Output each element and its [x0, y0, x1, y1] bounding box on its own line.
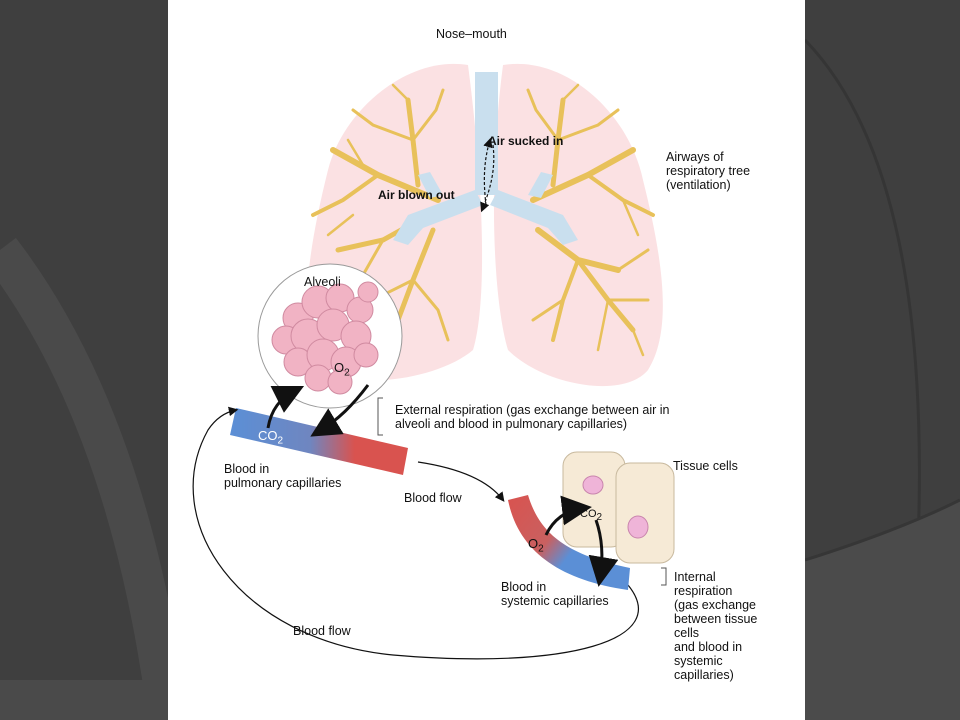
nose-mouth-label: Nose–mouth	[436, 27, 507, 41]
co2-out-arrow	[266, 385, 305, 429]
blood-flow-label-1: Blood flow	[404, 491, 462, 505]
blood-flow-arrow-2	[192, 406, 640, 660]
co2-pulmonary-label: CO2	[258, 428, 284, 447]
tissue-cell-2	[615, 462, 675, 564]
internal-bracket	[661, 567, 667, 586]
trachea	[393, 72, 578, 245]
air-blown-out-arrow	[480, 144, 495, 213]
internal-respiration-label: Internal respiration (gas exchange betwe…	[674, 570, 758, 682]
alveoli-cluster	[271, 281, 379, 395]
blood-pulmonary-label: Blood in pulmonary capillaries	[224, 462, 342, 490]
blood-flow-label-2: Blood flow	[293, 624, 351, 638]
air-sucked-in-label: Air sucked in	[488, 134, 564, 148]
respiration-diagram	[192, 63, 675, 660]
pulmonary-capillary	[230, 408, 408, 475]
right-lung	[493, 63, 663, 387]
o2-alveoli-label: O2	[334, 360, 350, 379]
tissue-cells-label: Tissue cells	[673, 459, 738, 473]
nucleus-1	[582, 475, 604, 495]
blood-systemic-label: Blood in systemic capillaries	[501, 580, 609, 608]
bronchial-tree-right	[526, 83, 655, 357]
external-respiration-label: External respiration (gas exchange betwe…	[395, 403, 670, 431]
diagram-slide: Nose–mouth Air sucked in Air blown out A…	[168, 0, 805, 720]
o2-systemic-label: O2	[528, 536, 544, 555]
air-blown-out-label: Air blown out	[378, 188, 455, 202]
co2-tissue-label: CO2	[580, 508, 603, 524]
airways-label: Airways of respiratory tree (ventilation…	[666, 150, 751, 192]
co2-to-blood-arrow	[588, 519, 619, 587]
o2-in-arrow	[310, 384, 370, 437]
air-sucked-in-arrow	[483, 137, 493, 206]
blood-flow-arrow-1	[417, 461, 505, 502]
o2-to-tissue-arrow	[544, 495, 592, 536]
nucleus-2	[627, 515, 649, 539]
alveoli-label: Alveoli	[304, 275, 341, 289]
external-bracket	[377, 397, 383, 436]
